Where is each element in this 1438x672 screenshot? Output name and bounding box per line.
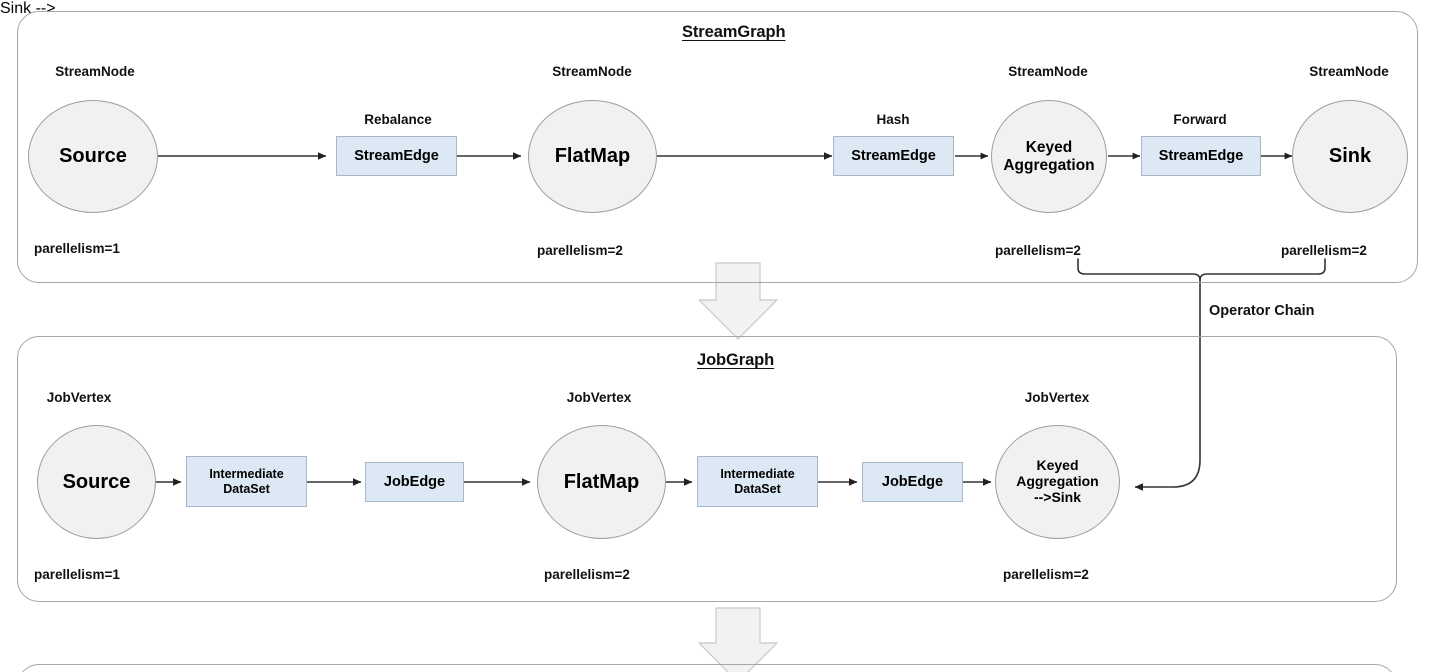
box-intermediate-dataset-1-label: Intermediate DataSet xyxy=(209,467,284,496)
caption-jobvertex-keyed-aggregation-sink: JobVertex xyxy=(1024,390,1090,405)
jobgraph-node-flatmap[interactable]: FlatMap xyxy=(537,425,666,539)
jobgraph-parallelism-source: parellelism=1 xyxy=(34,567,120,582)
node-keyed-aggregation[interactable]: Keyed Aggregation xyxy=(991,100,1107,213)
box-jobedge-2[interactable]: JobEdge xyxy=(862,462,963,502)
operator-chain-brace xyxy=(1077,258,1326,281)
parallelism-flatmap: parellelism=2 xyxy=(537,243,623,258)
caption-forward: Forward xyxy=(1173,112,1227,127)
node-sink[interactable]: Sink xyxy=(1292,100,1408,213)
jobgraph-node-flatmap-label: FlatMap xyxy=(563,470,640,493)
caption-streamnode-sink: StreamNode xyxy=(1309,64,1389,79)
jobgraph-node-source-label: Source xyxy=(62,470,131,493)
box-intermediate-dataset-2[interactable]: Intermediate DataSet xyxy=(697,456,818,507)
box-jobedge-1[interactable]: JobEdge xyxy=(365,462,464,502)
transition-arrow-2 xyxy=(698,607,778,672)
node-sink-label: Sink xyxy=(1328,145,1372,168)
edge-box-forward-label: StreamEdge xyxy=(1158,147,1244,164)
box-intermediate-dataset-1[interactable]: Intermediate DataSet xyxy=(186,456,307,507)
box-intermediate-dataset-2-label: Intermediate DataSet xyxy=(720,467,795,496)
jobgraph-node-source[interactable]: Source xyxy=(37,425,156,539)
box-jobedge-1-label: JobEdge xyxy=(383,473,446,490)
panel-streamgraph xyxy=(17,11,1418,283)
edge-box-hash-label: StreamEdge xyxy=(851,147,936,164)
edge-box-rebalance[interactable]: StreamEdge xyxy=(336,136,457,176)
caption-streamnode-flatmap: StreamNode xyxy=(552,64,632,79)
caption-rebalance: Rebalance xyxy=(364,112,432,127)
annotation-operator-chain: Operator Chain xyxy=(1209,303,1315,319)
caption-streamnode-keyed-aggregation: StreamNode xyxy=(1008,64,1088,79)
panel-third-clipped xyxy=(17,664,1397,672)
operator-chain-pointer xyxy=(1134,280,1201,491)
caption-jobvertex-flatmap: JobVertex xyxy=(566,390,632,405)
edge-box-rebalance-label: StreamEdge xyxy=(354,147,439,164)
panel-title-jobgraph: JobGraph xyxy=(697,351,775,369)
node-flatmap[interactable]: FlatMap xyxy=(528,100,657,213)
node-keyed-aggregation-label: Keyed Aggregation xyxy=(1003,139,1095,174)
jobgraph-parallelism-keyed-aggregation-sink: parellelism=2 xyxy=(1003,567,1089,582)
caption-hash: Hash xyxy=(876,112,910,127)
box-jobedge-2-label: JobEdge xyxy=(881,473,944,490)
caption-streamnode-source: StreamNode xyxy=(55,64,135,79)
edge-box-hash[interactable]: StreamEdge xyxy=(833,136,954,176)
jobgraph-node-keyed-aggregation-sink-label: Keyed Aggregation -->Sink xyxy=(1016,457,1099,505)
node-source-label: Source xyxy=(59,145,127,168)
parallelism-sink: parellelism=2 xyxy=(1281,243,1367,258)
parallelism-source: parellelism=1 xyxy=(34,241,120,256)
node-source[interactable]: Source xyxy=(28,100,158,213)
edge-box-forward[interactable]: StreamEdge xyxy=(1141,136,1261,176)
jobgraph-node-keyed-aggregation-sink[interactable]: Keyed Aggregation -->Sink xyxy=(995,425,1120,539)
parallelism-keyed-aggregation: parellelism=2 xyxy=(995,243,1081,258)
panel-jobgraph xyxy=(17,336,1397,602)
panel-title-streamgraph: StreamGraph xyxy=(682,23,786,41)
caption-jobvertex-source: JobVertex xyxy=(46,390,112,405)
jobgraph-parallelism-flatmap: parellelism=2 xyxy=(544,567,630,582)
node-flatmap-label: FlatMap xyxy=(554,145,631,168)
